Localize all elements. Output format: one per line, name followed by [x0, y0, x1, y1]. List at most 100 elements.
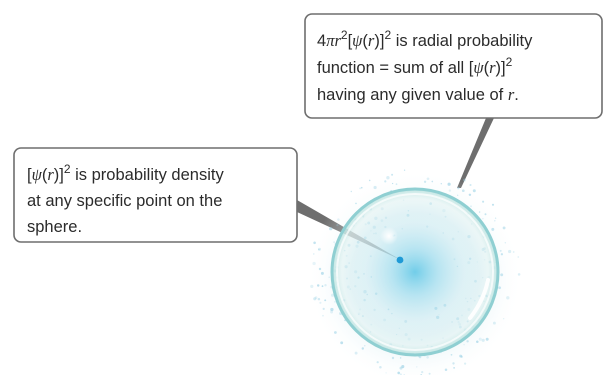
cloud-dot — [426, 356, 429, 359]
cloud-dot — [321, 272, 324, 275]
cloud-dot — [386, 176, 389, 179]
cloud-dot — [364, 345, 365, 346]
cloud-dot — [397, 372, 400, 375]
cloud-dot — [457, 187, 459, 189]
cloud-dot — [492, 204, 494, 206]
cloud-dot — [491, 228, 494, 231]
cloud-dot — [315, 296, 318, 299]
cloud-dot — [333, 241, 334, 242]
cloud-dot — [469, 184, 471, 186]
cloud-dot — [310, 285, 313, 288]
probability-sphere — [307, 170, 523, 375]
cloud-dot — [385, 372, 386, 373]
cloud-dot — [503, 318, 504, 319]
cloud-dot — [464, 363, 466, 365]
cloud-dot — [334, 301, 335, 302]
cloud-dot — [445, 368, 448, 371]
cloud-dot — [506, 296, 509, 299]
cloud-dot — [384, 180, 386, 182]
cloud-dot — [431, 181, 433, 183]
cloud-dot — [513, 251, 515, 253]
cloud-dot — [449, 189, 451, 191]
cloud-dot — [482, 218, 483, 219]
cloud-dot — [324, 299, 326, 301]
cloud-dot — [396, 183, 398, 185]
cloud-dot — [473, 189, 476, 192]
cloud-dot — [476, 341, 479, 344]
cloud-dot — [330, 311, 333, 314]
cloud-dot — [485, 213, 487, 215]
cloud-dot — [359, 188, 361, 190]
cloud-dot — [463, 179, 466, 182]
cloud-dot — [503, 226, 506, 229]
cloud-dot — [323, 308, 325, 310]
cloud-dot — [517, 256, 519, 258]
cloud-dot — [427, 177, 430, 180]
cloud-dot — [505, 242, 506, 243]
cloud-dot — [462, 189, 465, 192]
cloud-dot — [453, 367, 455, 369]
cloud-dot — [362, 347, 364, 349]
cloud-dot — [469, 194, 471, 196]
radial-probability-callout: 4πr2[ψ(r)]2 is radial probability functi… — [305, 14, 602, 118]
cloud-dot — [337, 218, 340, 221]
cloud-dot — [313, 242, 316, 245]
cloud-dot — [400, 357, 402, 359]
radial-callout-line3: having any given value of r. — [317, 85, 519, 104]
cloud-dot — [391, 174, 393, 176]
cloud-dot — [421, 371, 423, 373]
cloud-dot — [318, 249, 320, 251]
cloud-dot — [479, 211, 481, 213]
point-marker — [397, 257, 404, 264]
cloud-dot — [351, 191, 352, 192]
cloud-dot — [479, 338, 482, 341]
density-callout-line2: at any specific point on the — [27, 192, 222, 210]
cloud-dot — [457, 195, 458, 196]
cloud-dot — [447, 183, 450, 186]
probability-density-callout: [ψ(r)]2 is probability density at any sp… — [14, 148, 297, 242]
cloud-dot — [373, 186, 376, 189]
cloud-dot — [328, 276, 329, 277]
cloud-dot — [482, 201, 484, 203]
cloud-dot — [324, 284, 326, 286]
cloud-dot — [495, 218, 496, 219]
density-callout-line3: sphere. — [27, 218, 82, 236]
cloud-dot — [463, 344, 464, 345]
sphere-highlight — [380, 227, 398, 245]
cloud-dot — [369, 180, 371, 182]
sphere-body — [332, 189, 498, 355]
cloud-dot — [459, 355, 462, 358]
cloud-dot — [317, 284, 319, 286]
cloud-dot — [518, 273, 521, 276]
cloud-dot — [470, 205, 472, 207]
cloud-dot — [486, 338, 489, 341]
cloud-dot — [493, 322, 496, 325]
cloud-dot — [441, 183, 442, 184]
cloud-dot — [508, 250, 511, 253]
cloud-dot — [500, 273, 503, 276]
cloud-dot — [355, 352, 358, 355]
cloud-dot — [404, 170, 405, 171]
radial-callout-line1: 4πr2[ψ(r)]2 is radial probability — [317, 28, 533, 50]
cloud-dot — [452, 362, 454, 364]
cloud-dot — [400, 367, 403, 370]
cloud-dot — [424, 181, 426, 183]
cloud-dot — [498, 286, 501, 289]
cloud-dot — [313, 253, 314, 254]
cloud-dot — [336, 224, 338, 226]
cloud-dot — [319, 302, 321, 304]
cloud-dot — [392, 357, 394, 359]
cloud-dot — [377, 361, 379, 363]
cloud-dot — [334, 331, 337, 334]
cloud-dot — [329, 227, 332, 230]
cloud-dot — [392, 183, 393, 184]
cloud-dot — [318, 298, 321, 301]
radial-callout-leader — [457, 118, 494, 188]
cloud-dot — [429, 373, 431, 375]
cloud-dot — [322, 315, 324, 317]
density-callout-line1: [ψ(r)]2 is probability density — [27, 162, 224, 184]
cloud-dot — [482, 339, 485, 342]
cloud-dot — [355, 203, 357, 205]
cloud-dot — [416, 366, 417, 367]
